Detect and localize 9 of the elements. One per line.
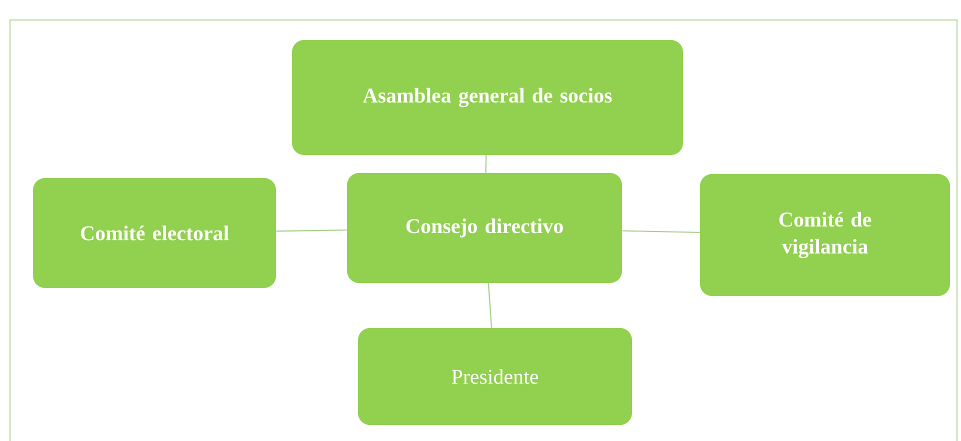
connector-line: [485, 155, 487, 173]
connector-line: [622, 230, 700, 234]
connector-line: [276, 229, 347, 232]
org-box: Consejo directivo: [347, 173, 622, 283]
org-box: Comité electoral: [33, 178, 276, 288]
org-box: Presidente: [358, 328, 632, 425]
connector-line: [488, 283, 492, 328]
org-box: Asamblea general de socios: [292, 40, 683, 155]
org-box: Comité de vigilancia: [700, 174, 950, 296]
